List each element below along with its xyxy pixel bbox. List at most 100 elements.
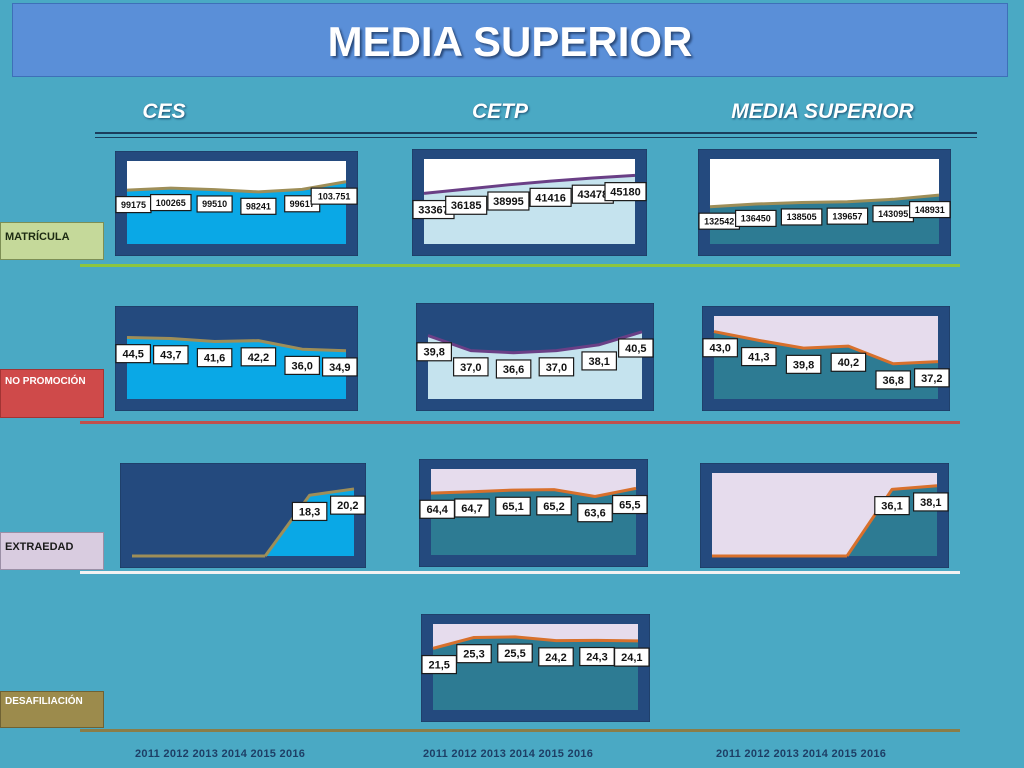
data-label: 20,2 — [330, 495, 366, 515]
data-label: 41,6 — [196, 348, 233, 368]
data-label-text: 38,1 — [588, 356, 609, 368]
data-label-text: 37,0 — [546, 362, 567, 374]
data-label: 25,5 — [497, 643, 533, 663]
series-line — [432, 635, 639, 650]
series-line — [427, 330, 643, 355]
data-label-text: 136450 — [741, 214, 771, 224]
series-area — [428, 331, 642, 399]
data-label: 38,1 — [913, 492, 949, 512]
data-label-text: 34,9 — [329, 362, 350, 374]
data-label-text: 25,3 — [463, 649, 484, 661]
data-label-text: 43,0 — [709, 343, 730, 355]
data-label: 143095 — [872, 205, 915, 223]
data-label-text: 36,1 — [881, 501, 902, 513]
data-label: 64,7 — [454, 498, 490, 518]
series-line — [263, 487, 355, 557]
data-label-text: 64,4 — [426, 504, 448, 516]
data-label: 99510 — [196, 195, 233, 213]
series-line — [713, 330, 939, 366]
year-axis-media-superior: 2011 2012 2013 2014 2015 2016 — [716, 748, 887, 760]
data-label-text: 148931 — [915, 205, 945, 215]
data-label: 103.751 — [310, 187, 358, 205]
data-label-text: 65,5 — [619, 500, 640, 512]
data-label-text: 100265 — [156, 198, 186, 208]
data-label: 40,5 — [618, 338, 654, 358]
data-label-text: 45180 — [610, 187, 641, 199]
chart-svg: 43,0 41,3 39,8 40,2 36,8 37,2 — [702, 306, 950, 411]
data-label: 40,2 — [830, 352, 867, 372]
data-label: 65,5 — [612, 494, 648, 515]
data-label-text: 99175 — [121, 200, 146, 210]
data-label: 65,1 — [495, 496, 531, 516]
data-label-text: 20,2 — [337, 500, 358, 512]
data-label: 98241 — [240, 197, 277, 215]
data-label-text: 64,7 — [461, 503, 482, 515]
data-label-text: 18,3 — [299, 506, 320, 518]
data-label-text: 24,1 — [621, 652, 642, 664]
data-label: 65,2 — [536, 496, 572, 516]
data-label: 43,0 — [702, 338, 739, 358]
row-label-desafiliacion: DESAFILIACIÓN — [0, 691, 104, 728]
data-label: 100265 — [149, 193, 192, 212]
data-label-text: 41,3 — [748, 352, 769, 364]
data-label-text: 43,7 — [160, 350, 181, 362]
data-label-text: 41416 — [535, 192, 566, 204]
series-line — [423, 173, 636, 195]
data-label: 41,3 — [740, 346, 777, 367]
chart-svg: 36,1 38,1 — [700, 463, 949, 568]
data-label: 38995 — [487, 191, 530, 211]
chart-svg: 18,3 20,2 — [120, 463, 366, 568]
data-label-text: 103.751 — [318, 191, 351, 201]
data-label: 136450 — [734, 209, 777, 228]
data-label-text: 63,6 — [584, 508, 605, 520]
data-label-text: 40,2 — [838, 357, 859, 369]
data-label: 42,2 — [240, 347, 277, 367]
data-label-text: 42,2 — [248, 352, 269, 364]
data-label: 39,8 — [785, 354, 822, 374]
data-label: 24,1 — [614, 647, 650, 667]
data-label-text: 24,3 — [586, 652, 607, 664]
column-header-media-superior: MEDIA SUPERIOR — [731, 100, 914, 123]
data-label-text: 99510 — [202, 199, 227, 209]
data-label: 36,8 — [875, 370, 912, 390]
data-label: 25,3 — [456, 644, 492, 664]
data-label-text: 138505 — [787, 212, 817, 222]
data-label-text: 38,1 — [920, 497, 941, 509]
chart-extraedad-ces: 18,3 20,2 — [120, 463, 366, 568]
data-label: 24,3 — [579, 646, 615, 667]
data-label: 37,2 — [914, 368, 950, 388]
row-separator-no-promocion — [80, 421, 960, 424]
column-header-ces: CES — [142, 100, 186, 123]
page-title: MEDIA SUPERIOR — [327, 18, 693, 65]
data-label-text: 33367 — [418, 205, 449, 217]
data-label-text: 38995 — [493, 196, 524, 208]
series-line — [845, 484, 938, 557]
data-label-text: 37,2 — [921, 373, 942, 385]
chart-no-promocion-ces: 44,5 43,7 41,6 42,2 36,0 34,9 — [115, 306, 358, 411]
data-label: 139657 — [826, 207, 869, 225]
column-header-cetp: CETP — [471, 100, 528, 123]
data-label: 36,0 — [284, 355, 321, 376]
data-label: 99175 — [115, 195, 152, 214]
data-label: 138505 — [780, 208, 823, 226]
series-line — [709, 193, 940, 209]
data-label: 36185 — [445, 195, 488, 215]
data-label: 44,5 — [115, 344, 152, 364]
data-label-text: 25,5 — [504, 648, 525, 660]
title-banner: MEDIA SUPERIOR — [12, 3, 1008, 77]
data-label: 21,5 — [421, 654, 458, 675]
data-label-text: 44,5 — [122, 349, 143, 361]
data-label-text: 36,8 — [882, 375, 903, 387]
data-label: 34,9 — [322, 357, 358, 377]
chart-extraedad-media-superior: 36,1 38,1 — [700, 463, 949, 568]
row-label-no-promocion: NO PROMOCIÓN — [0, 369, 104, 418]
data-label: 18,3 — [291, 501, 328, 522]
data-label: 43,7 — [152, 345, 189, 365]
series-line — [430, 486, 637, 499]
